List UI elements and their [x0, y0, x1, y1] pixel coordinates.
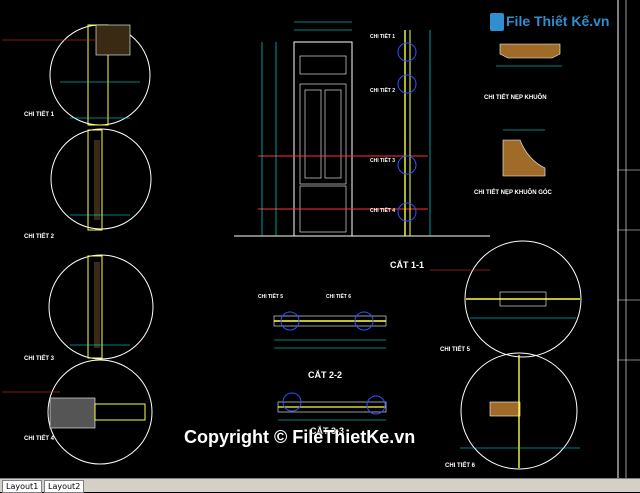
- section-3-3-title: CẮT 3-3: [310, 426, 344, 436]
- detail-6-circle: [460, 352, 580, 470]
- section-1-1-title: CẮT 1-1: [390, 260, 424, 270]
- profile-hep-khuon-label: CHI TIẾT NẸP KHUÔN: [484, 93, 547, 101]
- detail-2-circle: [50, 128, 152, 231]
- brand-name: File Thiết Kế.vn: [506, 13, 610, 29]
- section-2-2: [273, 311, 387, 349]
- callout-ct5: CHI TIẾT 5: [258, 293, 283, 300]
- callout-ct1: CHI TIẾT 1: [370, 33, 395, 40]
- title-block: [617, 0, 640, 478]
- cad-drawing-canvas[interactable]: CHI TIẾT 1 CHI TIẾT 2 CHI TIẾT 3 CHI TIẾ…: [0, 0, 640, 478]
- callout-ct2: CHI TIẾT 2: [370, 87, 395, 94]
- detail-3-circle: [48, 254, 154, 360]
- callout-ct3: CHI TIẾT 3: [370, 157, 395, 164]
- profile-hep-khuon-goc-label: CHI TIẾT NẸP KHUÔN GÓC: [474, 188, 553, 196]
- tab-layout1[interactable]: Layout1: [2, 480, 43, 493]
- detail-1-label: CHI TIẾT 1: [24, 111, 55, 118]
- brand-logo-icon: [490, 13, 504, 31]
- layout-tab-bar: Layout1 Layout2: [0, 478, 640, 493]
- door-elevation: [234, 21, 490, 237]
- detail-5-circle: [430, 240, 582, 358]
- detail-2-label: CHI TIẾT 2: [24, 233, 55, 240]
- profile-hep-khuon-goc: [502, 129, 546, 177]
- detail-3-label: CHI TIẾT 3: [24, 355, 55, 362]
- section-2-2-title: CẮT 2-2: [308, 370, 342, 380]
- section-1-1: [397, 30, 431, 236]
- profile-hep-khuon: [496, 43, 562, 67]
- detail-4-circle: [2, 359, 153, 465]
- tab-layout2[interactable]: Layout2: [44, 480, 85, 493]
- watermark: Copyright © FileThietKe.vn: [184, 427, 416, 447]
- detail-1-circle: [2, 24, 151, 126]
- detail-6-label: CHI TIẾT 6: [445, 462, 476, 469]
- detail-4-label: CHI TIẾT 4: [24, 435, 55, 442]
- callout-ct6: CHI TIẾT 6: [326, 293, 351, 300]
- callout-ct4: CHI TIẾT 4: [370, 207, 395, 214]
- section-3-3: [277, 392, 387, 421]
- detail-5-label: CHI TIẾT 5: [440, 346, 471, 353]
- drawing-svg: CHI TIẾT 1 CHI TIẾT 2 CHI TIẾT 3 CHI TIẾ…: [2, 0, 640, 478]
